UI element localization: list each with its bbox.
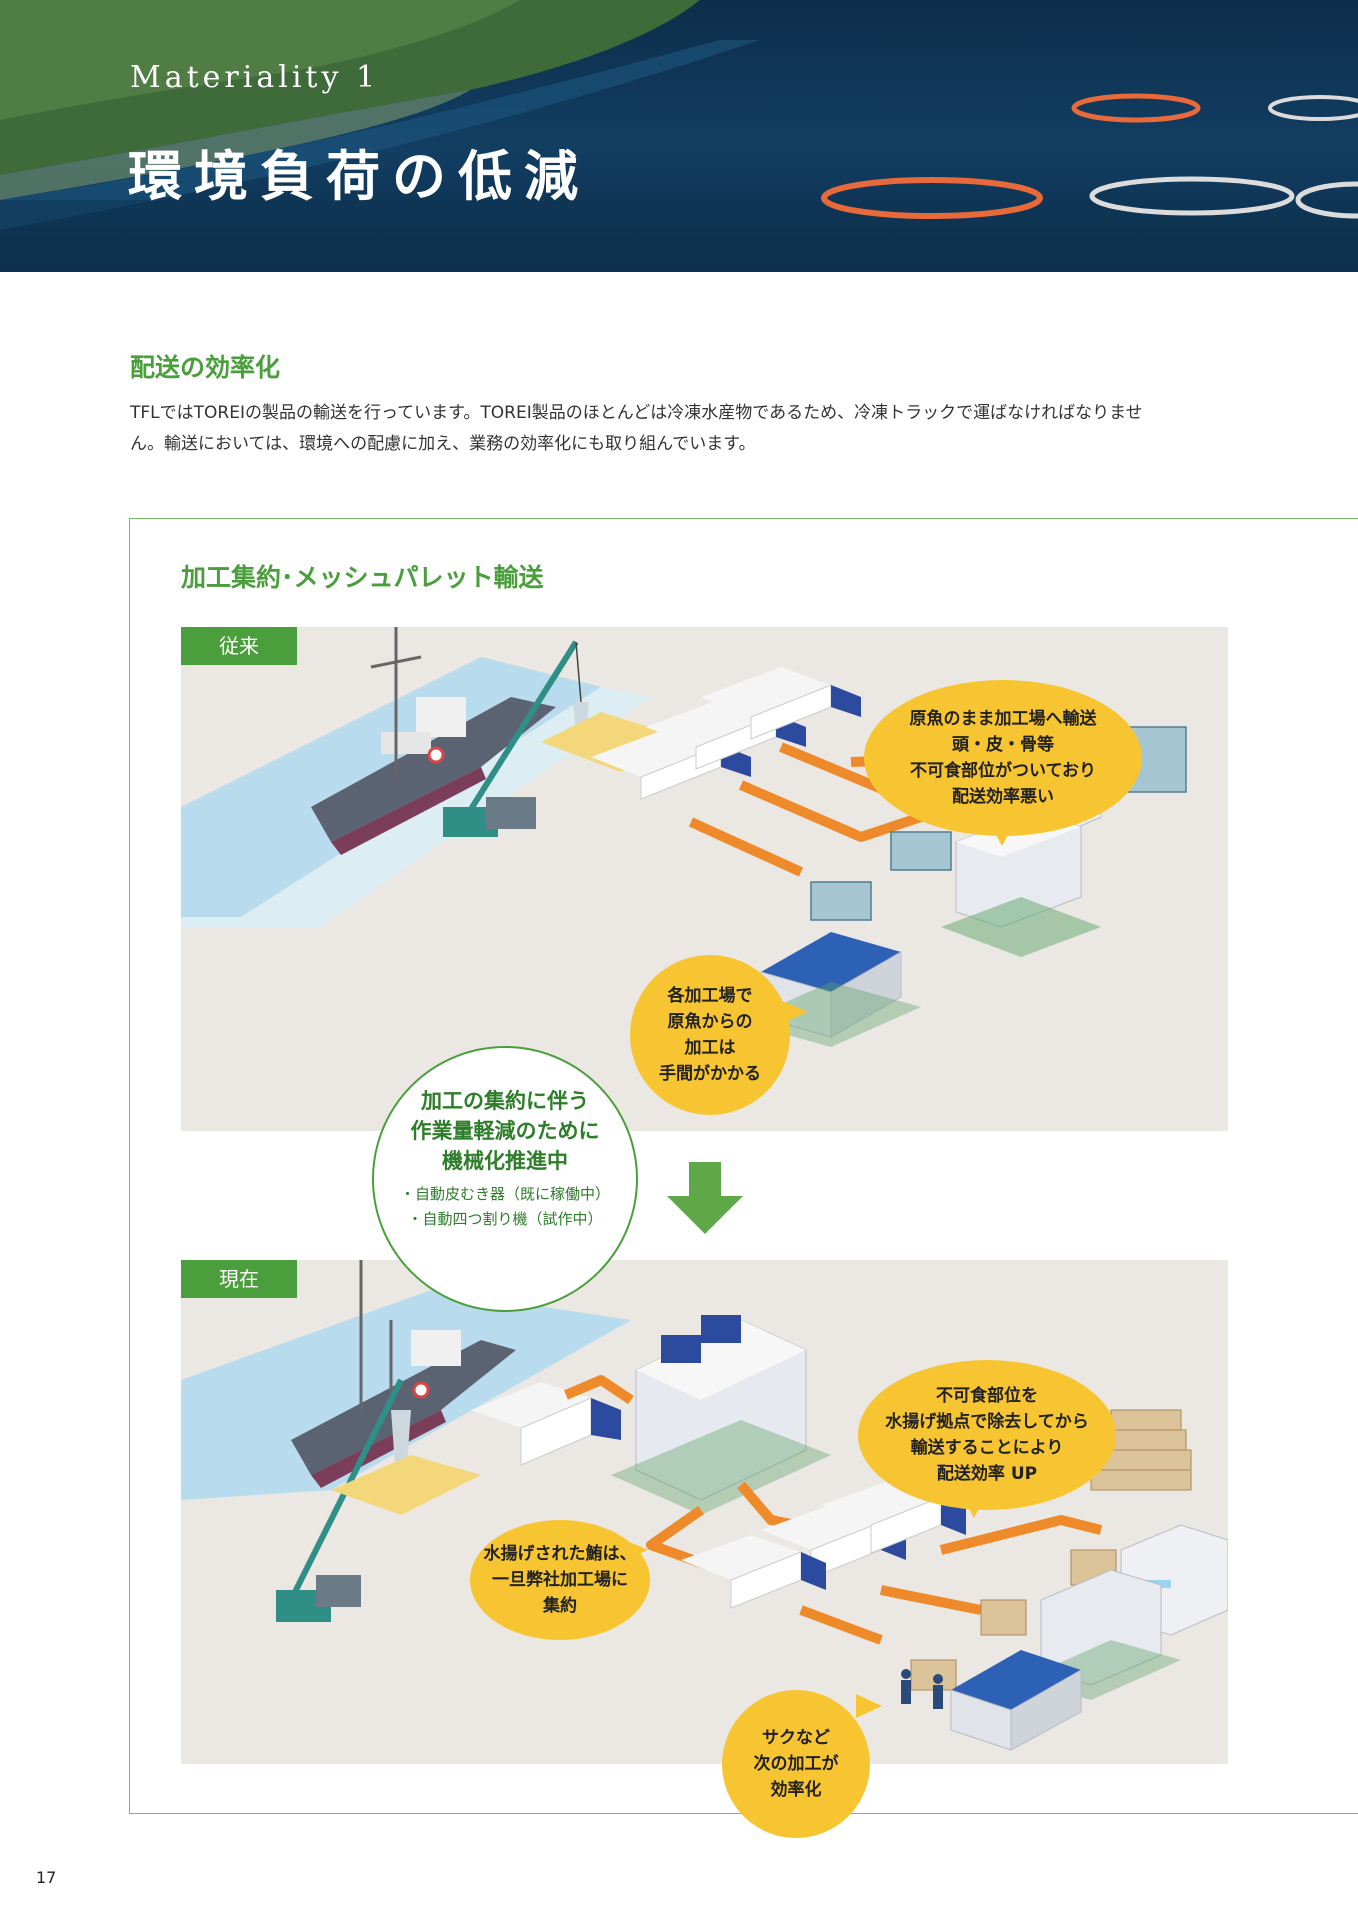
truck-icon — [681, 1535, 826, 1609]
bubble-line: 一旦弊社加工場に — [492, 1570, 628, 1590]
bubble-line: 水揚げされた鮪は、 — [483, 1544, 637, 1564]
flow-arrow — [799, 1605, 883, 1645]
section-body-line: ん。輸送においては、環境への配慮に加え、業務の効率化にも取り組んでいます。 — [130, 434, 756, 454]
diagram-title: 加工集約･メッシュパレット輸送 — [181, 563, 544, 592]
processing-plant-icon — [611, 1315, 831, 1515]
warehouse-icon — [950, 1650, 1082, 1751]
dock-icon — [331, 1455, 481, 1515]
note-item: ・自動四つ割り機（試作中） — [407, 1210, 603, 1228]
section-body-line: TFLではTOREIの製品の輸送を行っています。TOREI製品のほとんどは冷凍水… — [130, 403, 1143, 423]
bubble-before-bottom: 各加工場で 原魚からの 加工は 手間がかかる — [630, 955, 790, 1115]
bubble-after-left: 水揚げされた鮪は、 一旦弊社加工場に 集約 — [470, 1520, 650, 1640]
bubble-after-top: 不可食部位を 水揚げ拠点で除去してから 輸送することにより 配送効率 UP — [858, 1360, 1116, 1510]
crane-icon — [443, 640, 589, 837]
crane-icon — [276, 1378, 411, 1622]
label-before: 従来 — [181, 627, 297, 665]
flow-arrow — [880, 1585, 982, 1615]
bubble-line: 水揚げ拠点で除去してから — [885, 1412, 1089, 1432]
truck-icon — [471, 1382, 621, 1466]
hero-photo-aquaculture — [0, 0, 1358, 272]
worker-icon — [901, 1669, 943, 1709]
bubble-line: 輸送することにより — [910, 1438, 1064, 1458]
fishing-ship-icon — [311, 627, 556, 855]
bubble-tail — [856, 1694, 882, 1718]
product-stack-icon — [910, 1409, 1192, 1691]
note-heading-line: 機械化推進中 — [442, 1149, 568, 1173]
flow-arrow — [564, 1375, 634, 1405]
bubble-line: 不可食部位がついており — [910, 761, 1096, 781]
bubble-line: 次の加工が — [753, 1754, 839, 1774]
section-heading: 配送の効率化 — [130, 353, 281, 382]
label-after: 現在 — [181, 1260, 297, 1298]
illustration-after — [181, 1260, 1228, 1751]
note-item: ・自動皮むき器（既に稼働中） — [399, 1185, 610, 1203]
bubble-line: 配送効率 UP — [936, 1464, 1038, 1484]
bubble-line: 配送効率悪い — [952, 787, 1054, 807]
down-arrow-icon — [667, 1162, 743, 1234]
bubble-line: 原魚からの — [667, 1012, 753, 1032]
bubble-line: サクなど — [762, 1728, 830, 1748]
note-heading-line: 作業量軽減のために — [410, 1119, 600, 1143]
bubble-line: 手間がかかる — [659, 1064, 761, 1084]
note-heading-line: 加工の集約に伴う — [421, 1089, 589, 1113]
mechanization-note: 加工の集約に伴う 作業量軽減のために 機械化推進中 ・自動皮むき器（既に稼働中）… — [372, 1046, 638, 1312]
flow-arrow — [688, 817, 804, 877]
bubble-line: 集約 — [543, 1596, 577, 1616]
section-body: TFLではTOREIの製品の輸送を行っています。TOREI製品のほとんどは冷凍水… — [130, 398, 1240, 460]
bubble-line: 原魚のまま加工場へ輸送 — [909, 709, 1097, 729]
hero-title: 環境負荷の低減 — [128, 144, 590, 208]
bubble-line: 不可食部位を — [936, 1386, 1038, 1406]
truck-icon — [701, 667, 861, 740]
bubble-line: 効率化 — [770, 1780, 822, 1800]
bubble-line: 頭・皮・骨等 — [952, 735, 1054, 755]
flow-arrow — [939, 1515, 1103, 1555]
bubble-after-bottom: サクなど 次の加工が 効率化 — [722, 1690, 870, 1838]
bubble-line: 各加工場で — [667, 986, 753, 1006]
page-number: 17 — [36, 1868, 57, 1887]
panel-after: 現在 — [181, 1260, 1228, 1764]
bubble-line: 加工は — [684, 1038, 736, 1058]
hero-banner: Materiality 1 環境負荷の低減 — [0, 0, 1358, 272]
bubble-before-top: 原魚のまま加工場へ輸送 頭・皮・骨等 不可食部位がついており 配送効率悪い — [864, 680, 1142, 836]
hero-subtitle: Materiality 1 — [130, 60, 380, 95]
fishing-ship-icon — [291, 1260, 516, 1488]
